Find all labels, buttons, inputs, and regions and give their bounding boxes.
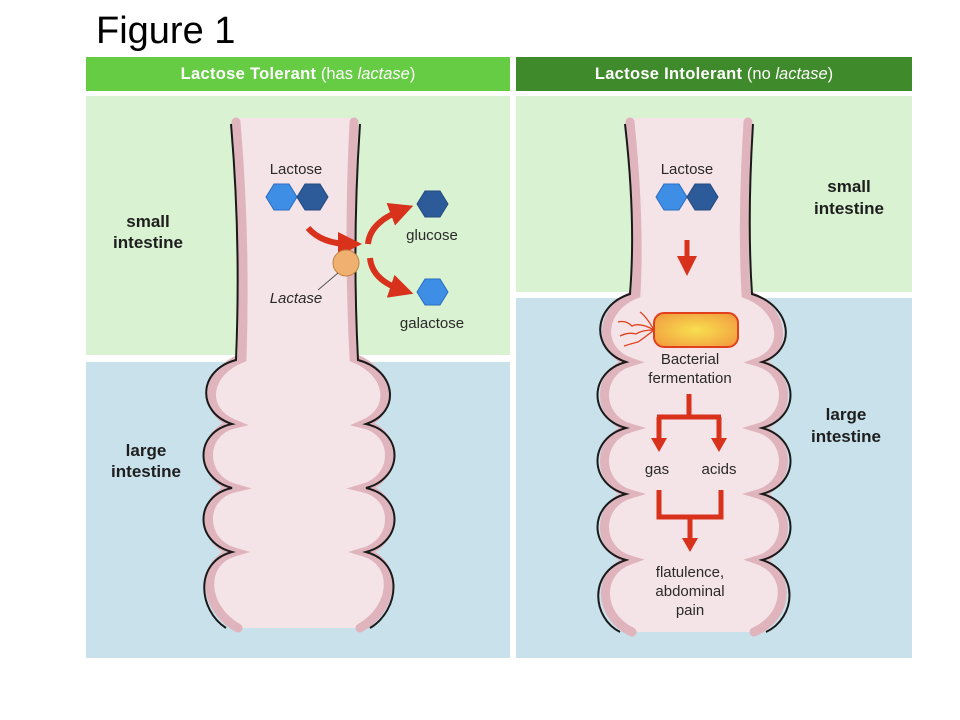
header-lactose-intolerant: Lactose Intolerant (no lactase) bbox=[516, 57, 912, 91]
left-tube-wall-left bbox=[204, 117, 252, 633]
left-arrow-to-glucose bbox=[365, 202, 414, 245]
left-lactose-glucose-hexagon bbox=[296, 183, 329, 211]
gas-label: gas bbox=[645, 461, 669, 478]
left-tube-outline-right bbox=[354, 123, 396, 629]
right-tube-outline-left bbox=[596, 123, 634, 633]
fermentation-split-arrow bbox=[651, 394, 727, 452]
left-arrow-to-lactase bbox=[305, 225, 362, 256]
galactose-hexagon bbox=[416, 278, 449, 306]
header-left-bold: Lactose Tolerant bbox=[180, 65, 317, 83]
right-lactose-label: Lactose bbox=[661, 161, 714, 178]
glucose-hexagon bbox=[416, 190, 449, 218]
lactase-enzyme bbox=[332, 249, 360, 277]
right-small-intestine-label-line1: small bbox=[827, 177, 870, 196]
galactose-label: galactose bbox=[400, 315, 464, 332]
bacterium-flagella bbox=[617, 311, 655, 347]
header-right-post: ) bbox=[827, 65, 834, 83]
split-arrow-head-acids bbox=[711, 438, 727, 452]
left-arrow-to-galactose bbox=[367, 257, 414, 298]
header-right-pre: (no bbox=[742, 65, 776, 83]
right-large-intestine-label-line2: intestine bbox=[811, 427, 881, 446]
left-large-intestine-label-line2: intestine bbox=[111, 462, 181, 481]
lactase-pointer-line bbox=[317, 272, 339, 291]
header-left-italic: lactase bbox=[357, 65, 410, 83]
split-arrow-path bbox=[656, 394, 722, 440]
split-arrow-head-gas bbox=[651, 438, 667, 452]
glucose-label: glucose bbox=[406, 227, 458, 244]
bacterial-fermentation-label-line2: fermentation bbox=[648, 370, 731, 387]
outcome-label-line3: pain bbox=[676, 602, 704, 619]
right-tube-outline-right bbox=[748, 123, 792, 633]
header-left-pre: (has bbox=[316, 65, 358, 83]
bacterium-icon bbox=[617, 311, 739, 348]
outcome-label-line1: flatulence, bbox=[656, 564, 724, 581]
bacterium-body bbox=[653, 312, 739, 348]
merge-arrow-path bbox=[656, 490, 724, 540]
merge-arrow-head bbox=[682, 538, 698, 552]
header-right-bold: Lactose Intolerant bbox=[594, 65, 743, 83]
left-small-intestine-label-line1: small bbox=[126, 212, 169, 231]
bacterial-fermentation-label-line1: Bacterial bbox=[661, 351, 719, 368]
right-lactose-glucose-hexagon bbox=[686, 183, 719, 211]
left-tube-outline-left bbox=[202, 123, 239, 629]
merge-arrow bbox=[656, 490, 724, 552]
outcome-label-line2: abdominal bbox=[655, 583, 724, 600]
right-small-intestine-label-line2: intestine bbox=[814, 199, 884, 218]
header-right-italic: lactase bbox=[775, 65, 828, 83]
right-tube-wall-left bbox=[600, 117, 646, 637]
left-large-intestine-label-line1: large bbox=[126, 441, 167, 460]
left-small-intestine-label-line2: intestine bbox=[113, 233, 183, 252]
header-left-post: ) bbox=[409, 65, 416, 83]
figure-title: Figure 1 bbox=[96, 10, 236, 52]
left-lactase-label: Lactase bbox=[270, 290, 323, 307]
right-tube-wall-right bbox=[739, 117, 788, 637]
header-lactose-tolerant: Lactose Tolerant (has lactase) bbox=[86, 57, 510, 91]
right-large-intestine-label-line1: large bbox=[826, 405, 867, 424]
left-lactose-label: Lactose bbox=[270, 161, 323, 178]
right-intestine-tube bbox=[596, 117, 792, 637]
left-tube-wall-right bbox=[346, 117, 394, 633]
acids-label: acids bbox=[701, 461, 736, 478]
